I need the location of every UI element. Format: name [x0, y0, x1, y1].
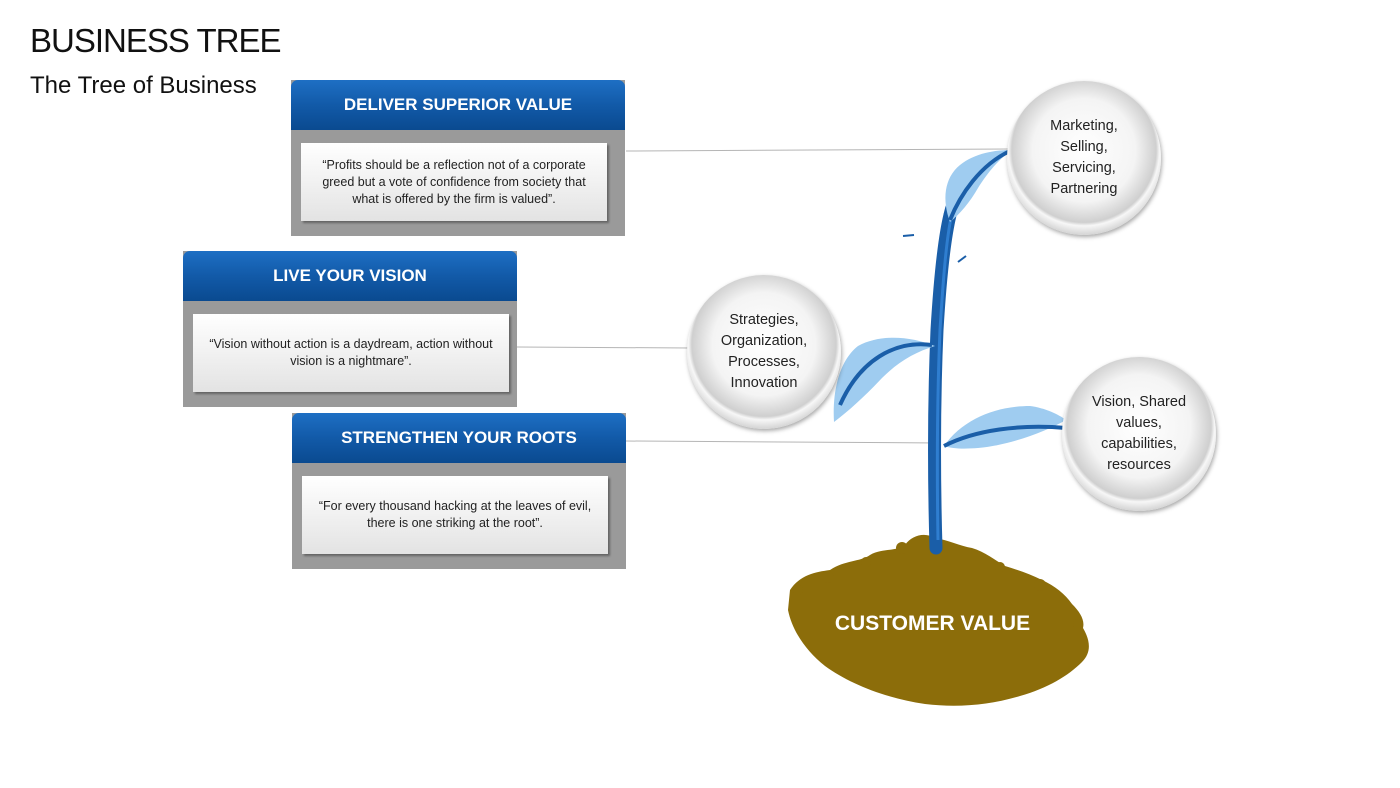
circle-strategies: Strategies, Organization, Processes, Inn…: [687, 275, 841, 429]
leaf-top: [945, 150, 1012, 222]
card-heading: STRENGTHEN YOUR ROOTS: [292, 413, 626, 463]
stray-mark: [902, 234, 915, 237]
circle-marketing: Marketing, Selling, Servicing, Partnerin…: [1007, 81, 1161, 235]
circle-vision: Vision, Shared values, capabilities, res…: [1062, 357, 1216, 511]
leaf-top-vein: [948, 149, 1011, 221]
card-quote: “For every thousand hacking at the leave…: [302, 476, 608, 554]
card-quote: “Profits should be a reflection not of a…: [301, 143, 607, 221]
soil-mound: [788, 534, 1089, 706]
card-heading: DELIVER SUPERIOR VALUE: [291, 80, 625, 130]
stem-highlight: [935, 217, 953, 541]
card-heading: LIVE YOUR VISION: [183, 251, 517, 301]
soil-label: CUSTOMER VALUE: [834, 612, 1031, 635]
page-title: BUSINESS TREE: [30, 22, 281, 59]
leaf-lower-vein: [943, 424, 1067, 448]
connector-line-value: [625, 148, 1011, 152]
stray-mark: [957, 255, 967, 263]
soil-crumbs: [793, 542, 1083, 629]
circle-text: Strategies, Organization, Processes, Inn…: [720, 312, 808, 391]
card-quote: “Vision without action is a daydream, ac…: [193, 314, 509, 392]
circle-text: Marketing, Selling, Servicing, Partnerin…: [1050, 118, 1118, 197]
circle-text: Vision, Shared values, capabilities, res…: [1091, 394, 1187, 473]
card-strengthen-your-roots: STRENGTHEN YOUR ROOTS “For every thousan…: [292, 413, 626, 569]
connector-line-vision: [516, 346, 691, 349]
leaf-middle-vein: [838, 342, 933, 406]
card-deliver-superior-value: DELIVER SUPERIOR VALUE “Profits should b…: [291, 80, 625, 236]
leaf-middle: [833, 337, 935, 422]
card-live-your-vision: LIVE YOUR VISION “Vision without action …: [183, 251, 517, 407]
page-subtitle: The Tree of Business: [30, 72, 257, 99]
connector-line-roots: [625, 440, 941, 444]
